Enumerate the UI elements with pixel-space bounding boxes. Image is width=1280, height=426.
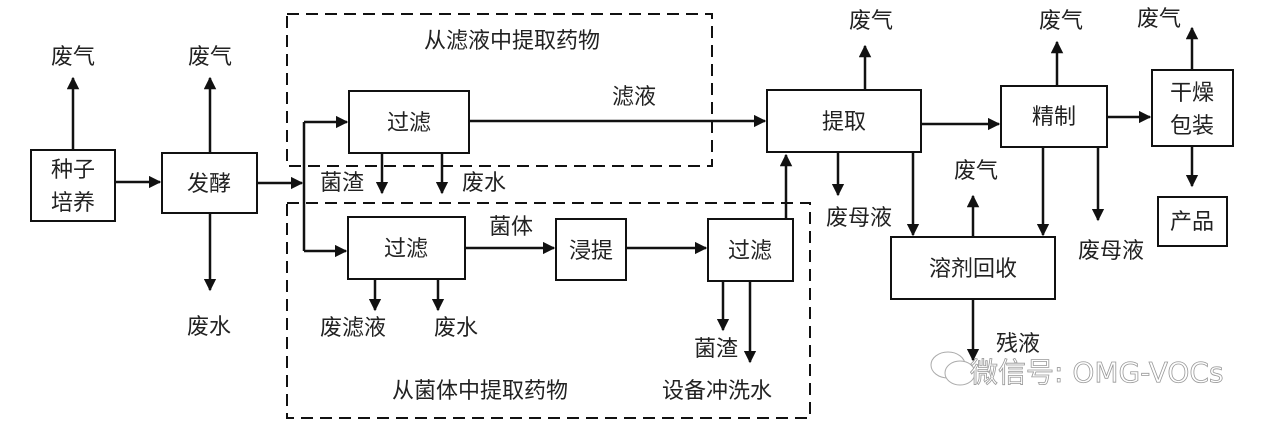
wechat-icon bbox=[930, 351, 976, 386]
label-residue-top: 菌渣 bbox=[320, 171, 364, 196]
node-filter-right-label: 过滤 bbox=[728, 239, 772, 264]
label-waste-gas-seed: 废气 bbox=[51, 45, 95, 70]
node-extraction-label: 提取 bbox=[822, 110, 866, 135]
node-filter-bottom-label: 过滤 bbox=[384, 237, 428, 262]
watermark: 微信号: OMG-VOCs bbox=[930, 351, 1224, 389]
group-label-mycelium: 从菌体中提取药物 bbox=[392, 379, 568, 404]
label-waste-water-ferment: 废水 bbox=[187, 315, 231, 340]
node-fermentation[interactable]: 发酵 bbox=[161, 152, 258, 214]
node-seed-culture-line2: 培养 bbox=[51, 191, 95, 216]
label-waste-gas-drying: 废气 bbox=[1137, 7, 1181, 32]
node-drying-packaging[interactable]: 干燥 包装 bbox=[1151, 69, 1234, 147]
label-residue-right: 菌渣 bbox=[694, 337, 738, 362]
label-filtrate: 滤液 bbox=[612, 85, 656, 110]
label-mycelium: 菌体 bbox=[489, 215, 533, 240]
node-leaching-label: 浸提 bbox=[569, 239, 613, 264]
node-refining[interactable]: 精制 bbox=[1000, 85, 1108, 148]
watermark-text: 微信号: OMG-VOCs bbox=[970, 356, 1224, 389]
group-label-filtrate: 从滤液中提取药物 bbox=[424, 29, 600, 54]
node-filter-top[interactable]: 过滤 bbox=[348, 90, 470, 154]
label-waste-gas-ferment: 废气 bbox=[188, 45, 232, 70]
node-seed-culture[interactable]: 种子 培养 bbox=[30, 149, 116, 222]
node-fermentation-label: 发酵 bbox=[187, 172, 231, 197]
label-waste-gas-refining: 废气 bbox=[1039, 9, 1083, 34]
flow-arrows bbox=[66, 26, 1199, 364]
group-filtrate-boundary bbox=[286, 13, 713, 167]
label-waste-mother-refining: 废母液 bbox=[1078, 239, 1144, 264]
node-filter-right[interactable]: 过滤 bbox=[707, 218, 794, 282]
node-extraction[interactable]: 提取 bbox=[766, 89, 922, 153]
label-waste-filtrate: 废滤液 bbox=[320, 316, 386, 341]
label-waste-gas-recovery: 废气 bbox=[954, 159, 998, 184]
node-product[interactable]: 产品 bbox=[1157, 196, 1228, 247]
node-seed-culture-line1: 种子 bbox=[51, 158, 95, 183]
label-residual-liquid: 残液 bbox=[996, 332, 1040, 357]
label-waste-mother-extraction: 废母液 bbox=[826, 206, 892, 231]
node-leaching[interactable]: 浸提 bbox=[555, 218, 627, 281]
node-filter-bottom[interactable]: 过滤 bbox=[347, 216, 466, 280]
node-drying-line2: 包装 bbox=[1170, 114, 1214, 139]
group-mycelium-boundary bbox=[286, 202, 811, 419]
label-waste-gas-extraction: 废气 bbox=[849, 9, 893, 34]
node-product-label: 产品 bbox=[1170, 210, 1214, 235]
node-solvent-recovery[interactable]: 溶剂回收 bbox=[890, 236, 1056, 300]
label-waste-water-bottom: 废水 bbox=[434, 316, 478, 341]
label-waste-water-top: 废水 bbox=[462, 171, 506, 196]
node-refining-label: 精制 bbox=[1032, 105, 1076, 130]
node-solvent-recovery-label: 溶剂回收 bbox=[929, 257, 1017, 282]
label-equipment-wash: 设备冲洗水 bbox=[662, 379, 772, 404]
node-filter-top-label: 过滤 bbox=[387, 111, 431, 136]
node-drying-line1: 干燥 bbox=[1170, 81, 1214, 106]
